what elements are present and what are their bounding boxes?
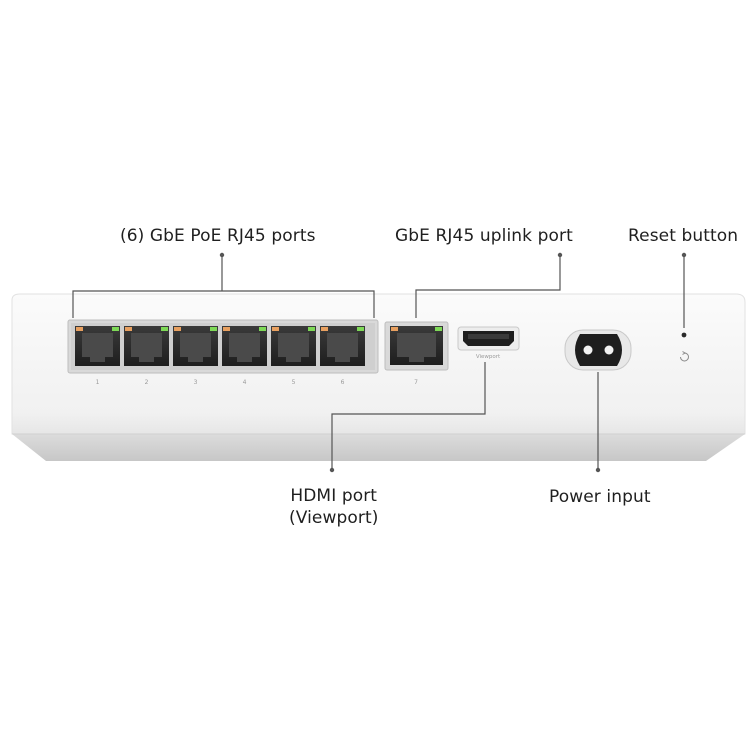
port-led-green	[112, 327, 119, 331]
port-led-orange	[76, 327, 83, 331]
uplink-port-number: 7	[414, 379, 418, 386]
port-led-orange	[125, 327, 132, 331]
power-input-socket[interactable]	[564, 329, 632, 371]
callout-power-input: Power input	[549, 487, 651, 507]
poe-leader	[72, 255, 375, 318]
hdmi-leader	[331, 362, 486, 470]
port-led-orange	[223, 327, 230, 331]
poe-port-6[interactable]	[320, 326, 365, 366]
uplink-led-orange	[391, 327, 398, 331]
hdmi-port-label: Viewport	[476, 354, 501, 360]
callout-reset-button: Reset button	[628, 226, 739, 246]
poe-port-5[interactable]	[271, 326, 316, 366]
poe-jacks	[75, 326, 365, 366]
hdmi-port[interactable]: Viewport	[457, 326, 520, 360]
port-led-green	[308, 327, 315, 331]
poe-port-number: 2	[145, 379, 149, 386]
poe-port-1[interactable]	[75, 326, 120, 366]
port-led-orange	[321, 327, 328, 331]
uplink-led-green	[435, 327, 442, 331]
port-led-green	[210, 327, 217, 331]
uplink-leader	[415, 255, 561, 318]
reset-button[interactable]	[680, 332, 689, 362]
port-led-orange	[174, 327, 181, 331]
poe-port-numbers: 1 2 3 4 5 6	[96, 379, 345, 386]
poe-port-2[interactable]	[124, 326, 169, 366]
poe-port-number: 1	[96, 379, 100, 386]
callout-uplink-port: GbE RJ45 uplink port	[395, 226, 573, 246]
poe-port-number: 3	[194, 379, 198, 386]
port-led-orange	[272, 327, 279, 331]
port-led-green	[357, 327, 364, 331]
poe-port-3[interactable]	[173, 326, 218, 366]
callout-hdmi-line1: HDMI port	[290, 486, 378, 506]
callout-poe-ports: (6) GbE PoE RJ45 ports	[120, 226, 316, 246]
poe-port-number: 6	[341, 379, 345, 386]
device-body	[11, 293, 746, 461]
port-led-green	[161, 327, 168, 331]
reset-icon	[680, 351, 689, 362]
leader-lines	[72, 252, 687, 473]
callout-hdmi-line2: (Viewport)	[289, 508, 379, 528]
uplink-port[interactable]: 7	[384, 321, 449, 386]
poe-port-number: 4	[243, 379, 247, 386]
port-led-green	[259, 327, 266, 331]
callout-hdmi-port: HDMI port (Viewport)	[289, 485, 378, 529]
poe-port-4[interactable]	[222, 326, 267, 366]
poe-port-number: 5	[292, 379, 296, 386]
